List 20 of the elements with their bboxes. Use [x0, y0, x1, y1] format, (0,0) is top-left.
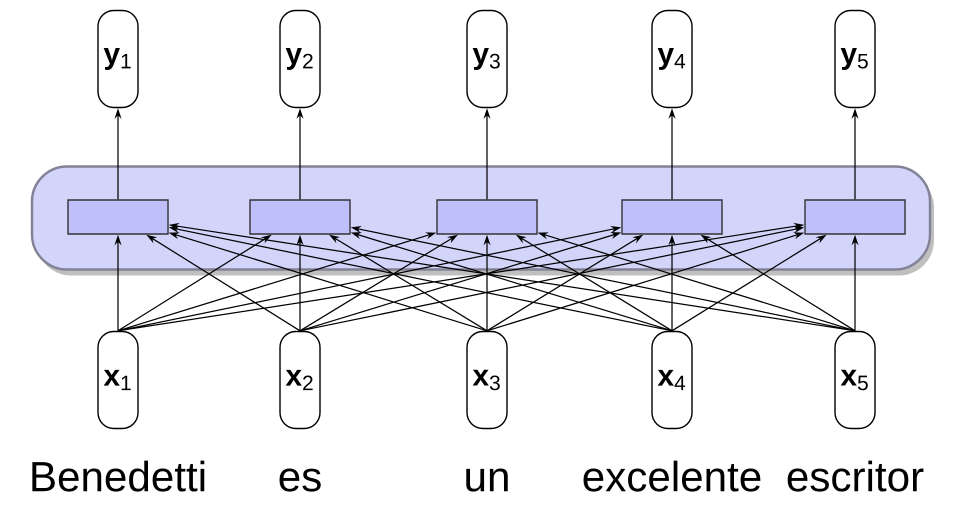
attention-box: [249, 199, 351, 235]
attention-box: [67, 199, 169, 235]
word-label: excelente: [584, 460, 760, 492]
rounded-box: y$_{3}$: [466, 10, 508, 108]
rounded-box: y$_{2}$: [279, 10, 321, 108]
word-label: escritor: [788, 460, 924, 492]
attention-box: [436, 199, 538, 235]
word-label: Benedetti: [32, 460, 204, 492]
rounded-box: x$_{5}$: [834, 330, 876, 430]
rounded-box: x$_{3}$: [466, 330, 508, 430]
rounded-box: x$_{2}$: [279, 330, 321, 430]
rounded-box: y$_{5}$: [834, 10, 876, 108]
rounded-box: x$_{1}$: [97, 330, 139, 430]
rounded-box: y$_{4}$: [651, 10, 693, 108]
rounded-box: y$_{1}$: [97, 10, 139, 108]
word-label: es: [280, 468, 321, 492]
word-label: un: [466, 468, 508, 492]
attention-box: [621, 199, 723, 235]
attention-box: [804, 199, 906, 235]
rounded-box: x$_{4}$: [651, 330, 693, 430]
